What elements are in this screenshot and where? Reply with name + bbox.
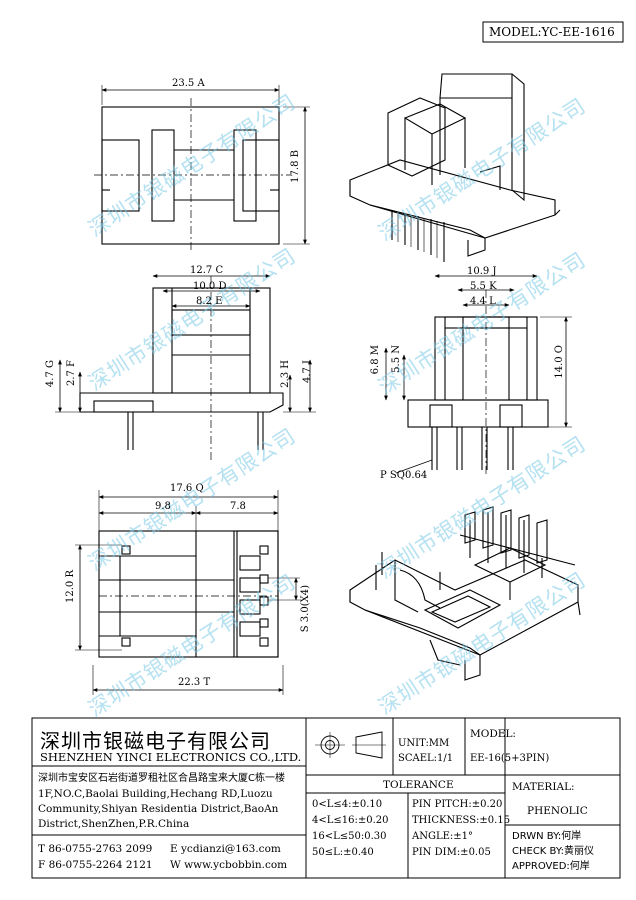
address-cn: 深圳市宝安区石岩街道罗租社区合昌路宝来大厦C栋一楼	[38, 773, 285, 784]
callout-a: A	[197, 78, 205, 89]
callout-n: N	[391, 345, 402, 354]
front-view	[55, 274, 316, 460]
callout-g: G	[45, 360, 56, 368]
dim-ie: 4.7 I	[302, 360, 313, 384]
model-value: EE-16(5+3PIN)	[470, 753, 550, 764]
dim-a: 23.5 A	[172, 78, 205, 89]
callout-h: H	[280, 360, 291, 369]
callout-o: O	[554, 345, 565, 354]
callout-f: F	[66, 360, 77, 367]
material-label: MATERIAL:	[512, 781, 575, 793]
model-header-box	[482, 21, 624, 43]
callout-j: J	[492, 266, 497, 277]
tel: T 86-0755-2763 2099	[38, 843, 153, 855]
iso-view-bottom	[349, 506, 581, 681]
tolerance-cell: 0<L≤4:±0.10	[312, 799, 383, 810]
tolerance-cell: THICKNESS:±0.15	[412, 815, 511, 826]
dim-ce: 4.7 G	[45, 360, 56, 388]
tolerance-cell: PIN PITCH:±0.20	[412, 799, 503, 810]
callout-c: C	[215, 265, 224, 276]
dim-l: 4.4 L	[470, 296, 496, 307]
dim-b: 17.8 B	[290, 150, 301, 183]
dim-m: 6.8 M	[370, 345, 381, 375]
callout-b: B	[290, 150, 301, 158]
callout-q: Q	[195, 483, 204, 494]
tolerance-title: TOLERANCE	[383, 779, 454, 791]
dim-q-right: 7.8	[230, 501, 246, 512]
callout-p: P	[380, 470, 387, 481]
dim-fe: 2.7 F	[66, 360, 77, 387]
dim-s: S 3.0(X4)	[300, 585, 311, 633]
tolerance-cell: ANGLE:±1°	[412, 831, 474, 842]
dim-r: 12.0 R	[65, 570, 76, 603]
tolerance-cell: 50≤L:±0.40	[312, 847, 374, 858]
callout-e: E	[215, 296, 223, 307]
callout-d: D	[218, 281, 227, 292]
scale: SCAEL:1/1	[398, 753, 454, 764]
callout-k: K	[489, 281, 497, 292]
email: E ycdianzi@163.com	[170, 843, 281, 855]
bottom-view	[75, 490, 300, 695]
company-name-cn: 深圳市银磁电子有限公司	[40, 729, 271, 753]
callout-l: L	[489, 296, 496, 307]
iso-view-top	[349, 73, 561, 262]
projection-symbol	[315, 731, 386, 759]
dim-e: 8.2 E	[196, 296, 223, 307]
fax: F 86-0755-2264 2121	[38, 859, 153, 871]
title-block	[31, 717, 621, 879]
callout-t: T	[203, 677, 211, 688]
address-en-1: 1F,NO.C,Baolai Building,Hechang RD,Luozu	[38, 788, 273, 800]
unit: UNIT:MM	[398, 738, 450, 749]
dim-j: 10.9 J	[467, 266, 497, 277]
callout-r: R	[65, 570, 76, 578]
drawn-by: DRWN BY:何岸	[512, 831, 582, 842]
dim-n: 5.5 N	[391, 345, 402, 373]
website: W www.ycbobbin.com	[170, 859, 288, 871]
dim-t: 22.3 T	[178, 677, 211, 688]
dim-he: 2.3 H	[280, 360, 291, 388]
dim-k: 5.5 K	[470, 281, 497, 292]
callout-s: S	[300, 625, 311, 633]
approved-by: APPROVED:何岸	[512, 861, 590, 872]
address-en-2: Community,Shiyan Residentia District,Bao…	[38, 803, 279, 815]
dim-p: P SQ0.64	[380, 470, 428, 481]
top-view	[94, 85, 310, 252]
tolerance-cell: 16<L≤50:0.30	[312, 831, 387, 842]
address-en-3: District,ShenZhen,P.R.China	[38, 818, 190, 830]
model-header: MODEL:YC-EE-1616	[489, 25, 615, 39]
company-name-en: SHENZHEN YINCI ELECTRONICS CO.,LTD.	[40, 750, 302, 764]
material-value: PHENOLIC	[527, 805, 588, 817]
dim-c: 12.7 C	[190, 265, 224, 276]
dim-q-left: 9.8	[155, 501, 171, 512]
callout-m: M	[370, 345, 381, 356]
dim-o: 14.0 O	[554, 345, 565, 379]
tolerance-cell: 4<L≤16:±0.20	[312, 815, 389, 826]
side-view	[384, 274, 572, 475]
callout-i: I	[302, 360, 313, 364]
dim-d: 10.0 D	[193, 281, 227, 292]
dim-q: 17.6 Q	[170, 483, 204, 494]
tolerance-cell: PIN DIM:±0.05	[412, 847, 491, 858]
model-label: MODEL:	[470, 728, 516, 740]
check-by: CHECK BY:黄丽仪	[512, 846, 595, 857]
